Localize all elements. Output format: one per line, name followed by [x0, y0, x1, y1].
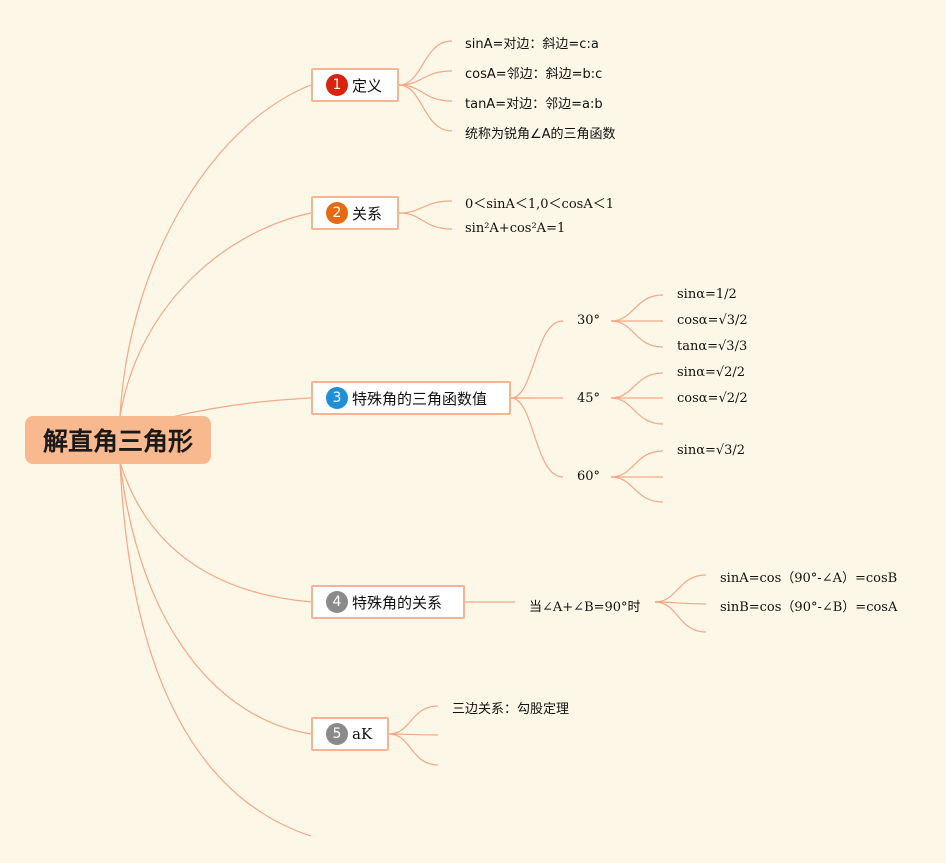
link-root-2 [119, 212, 312, 417]
value-tan30[interactable]: tanα=√3/3 [677, 339, 748, 354]
angle-30[interactable]: 30° [577, 313, 601, 328]
leaf-cos-definition[interactable]: cosA=邻边：斜边=b:c [465, 67, 603, 82]
branch-definition[interactable]: 1 定义 [311, 68, 399, 102]
leaf-range[interactable]: 0＜sinA＜1,0＜cosA＜1 [465, 197, 614, 212]
number-badge-5: 5 [326, 723, 348, 745]
link-b2-1 [398, 212, 453, 230]
link-b3-0 [510, 320, 564, 399]
link-a45-2 [610, 397, 664, 425]
value-cos45[interactable]: cosα=√2/2 [677, 391, 748, 406]
link-a60-2 [610, 476, 664, 503]
number-badge-3: 3 [326, 387, 348, 409]
link-b5-0 [388, 705, 439, 735]
link-root-6 [119, 461, 312, 837]
leaf-sinB-cosA[interactable]: sinB=cos（90°-∠B）=cosA [720, 600, 898, 615]
condition-complementary[interactable]: 当∠A+∠B=90°时 [529, 600, 641, 615]
branch-relation[interactable]: 2 关系 [311, 196, 399, 230]
link-b4-2 [654, 601, 707, 633]
link-b4-0 [654, 574, 707, 603]
link-b1-0 [398, 40, 453, 86]
link-b1-3 [398, 84, 453, 132]
value-sin45[interactable]: sinα=√2/2 [677, 365, 746, 380]
link-root-5 [119, 461, 312, 735]
value-sin60[interactable]: sinα=√3/2 [677, 443, 746, 458]
leaf-identity[interactable]: sin²A+cos²A=1 [465, 221, 566, 236]
link-b1-1 [398, 70, 453, 86]
leaf-pythagorean[interactable]: 三边关系：勾股定理 [452, 702, 570, 717]
angle-60[interactable]: 60° [577, 469, 601, 484]
branch-special-values[interactable]: 3 特殊角的三角函数值 [311, 381, 511, 415]
link-a30-0 [610, 294, 664, 322]
link-b5-2 [388, 733, 439, 766]
branch-label: 特殊角的关系 [352, 593, 443, 612]
branch-ak[interactable]: 5 aK [311, 717, 389, 751]
leaf-summary[interactable]: 统称为锐角∠A的三角函数 [465, 127, 616, 142]
link-b1-2 [398, 84, 453, 102]
value-sin30[interactable]: sinα=1/2 [677, 287, 737, 302]
value-cos30[interactable]: cosα=√3/2 [677, 313, 748, 328]
link-b2-0 [398, 200, 453, 214]
branch-complementary[interactable]: 4 特殊角的关系 [311, 585, 465, 619]
root-title: 解直角三角形 [42, 427, 193, 456]
leaf-sinA-cosB[interactable]: sinA=cos（90°-∠A）=cosB [720, 571, 898, 586]
branch-label: 关系 [352, 204, 383, 223]
link-root-4 [119, 461, 312, 603]
leaf-sin-definition[interactable]: sinA=对边：斜边=c:a [465, 37, 599, 52]
number-badge-2: 2 [326, 202, 348, 224]
link-root-3 [167, 397, 312, 419]
leaf-tan-definition[interactable]: tanA=对边：邻边=a:b [465, 97, 603, 112]
branch-label: aK [352, 725, 373, 743]
branch-label: 定义 [352, 76, 383, 95]
angle-45[interactable]: 45° [577, 391, 601, 406]
number-badge-4: 4 [326, 591, 348, 613]
link-a30-2 [610, 320, 664, 348]
link-root-1 [119, 84, 312, 417]
root-topic[interactable]: 解直角三角形 [25, 416, 211, 464]
link-a45-0 [610, 372, 664, 399]
link-a60-0 [610, 450, 664, 478]
branch-label: 特殊角的三角函数值 [352, 389, 488, 408]
number-badge-1: 1 [326, 74, 348, 96]
link-b3-2 [510, 397, 564, 478]
